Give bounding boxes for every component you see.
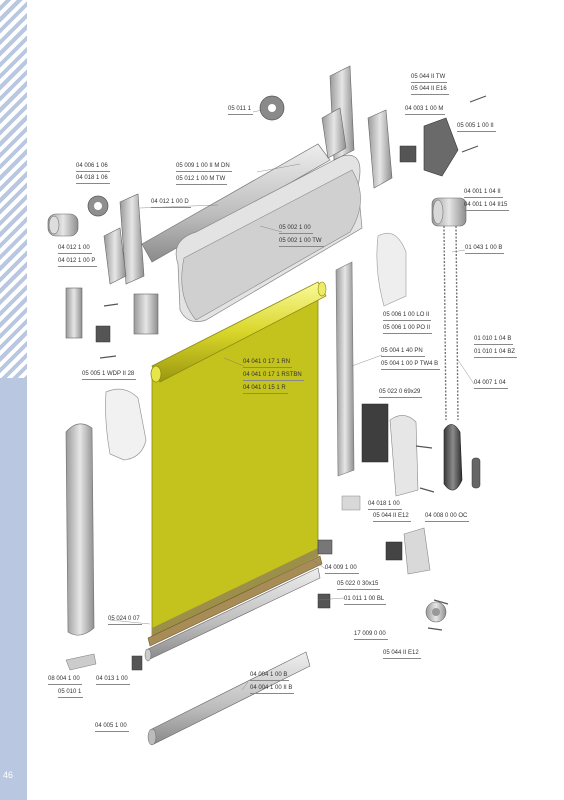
label-04-007-1-04: 04 007 1 04 (474, 380, 508, 389)
small-block-left (95, 325, 111, 343)
label-05-024-0-07: 05 024 0 07 (108, 616, 142, 625)
plug-left (47, 213, 79, 237)
label-05-044-ii-tw: 05 044 II TW (411, 74, 448, 83)
label-05-005-1-00-ii: 05 005 1 00 II (457, 123, 496, 132)
label-01-010-1-04-b: 01 010 1 04 B (474, 336, 514, 345)
tension-clip (403, 527, 431, 575)
label-05-044-ii-e12-a: 05 044 II E12 (373, 513, 411, 522)
label-05-004-1-40-pn: 05 004 1 40 PN (381, 348, 425, 357)
label-05-011-1: 05 011 1 (228, 106, 253, 115)
side-hatch-pattern (0, 0, 27, 378)
end-cap-right (376, 232, 407, 307)
cap-small-3 (131, 655, 143, 671)
washer-left (87, 195, 109, 217)
label-04-013-1-00: 04 013 1 00 (96, 676, 130, 685)
label-01-011-1-00-bl: 01 011 1 00 BL (344, 596, 387, 605)
label-04-018-1-06: 04 018 1 06 (76, 175, 110, 184)
chain-weight (443, 424, 463, 491)
side-band: 46 (0, 0, 27, 800)
label-04-003-1-00-m: 04 003 1 00 M (405, 106, 446, 115)
bracket-top-right (367, 109, 393, 189)
cap-small-2 (317, 593, 331, 609)
label-05-022-0-69x29: 05 022 0 69x29 (379, 389, 423, 398)
label-05-005-1-wdp-ii-28: 05 005 1 WDP II 28 (82, 371, 137, 380)
adhesive-pad-small (385, 541, 403, 561)
washer-top (259, 95, 285, 121)
label-04-001-1-04-ii: 04 001 1 04 II (464, 189, 503, 198)
label-05-006-1-00-po-ii: 05 006 1 00 PO II (383, 325, 433, 334)
label-04-001-1-04-ii15: 04 001 1 04 II15 (464, 202, 510, 211)
label-05-022-0-30x15: 05 022 0 30x15 (337, 581, 381, 590)
bracket-top-center (321, 65, 355, 161)
label-04-012-1-00: 04 012 1 00 (58, 245, 92, 254)
label-05-044-ii-e12-b: 05 044 II E12 (383, 650, 421, 659)
adhesive-pad-large (361, 403, 389, 463)
mechanism-top-right (399, 117, 459, 177)
cassette-front (181, 169, 361, 321)
end-cap-white (105, 388, 147, 461)
label-04-008-0-00-oc: 04 008 0 00 OC (425, 513, 470, 522)
wall-bracket (389, 415, 419, 497)
mount-block-left (65, 287, 83, 339)
label-08-004-1-00: 08 004 1 00 (48, 676, 82, 685)
label-05-009-1-00-ii-m-dn: 05 009 1 00 II M DN (176, 163, 232, 172)
label-01-010-1-04-bz: 01 010 1 04 BZ (474, 349, 518, 358)
label-04-041-0-15-1-r: 04 041 0 15 1 R (243, 385, 288, 394)
label-04-006-1-06: 04 006 1 06 (76, 163, 110, 172)
head-rail (141, 143, 331, 263)
screws (99, 95, 487, 631)
label-05-002-1-00-tw: 05 002 1 00 TW (279, 238, 324, 247)
page-number: 46 (3, 770, 14, 780)
mount-clip-left (133, 293, 159, 335)
wood-slat (147, 555, 323, 647)
chain-loop (443, 225, 459, 421)
bracket-left (103, 193, 145, 285)
label-04-004-1-00-ii-b: 04 004 1 00 II B (250, 685, 295, 694)
fabric-bottom-strip (152, 548, 318, 636)
roller-tube (150, 281, 327, 383)
cap-small-1 (317, 539, 333, 555)
label-05-004-1-00-p-tw4-b: 05 004 1 00 P TW4 B (381, 361, 441, 370)
label-01-043-1-00-b: 01 043 1 00 B (465, 245, 505, 254)
label-04-041-0-17-1-rn: 04 041 0 17 1 RN (243, 359, 293, 368)
side-cover-left (65, 423, 95, 636)
label-05-010-1: 05 010 1 (58, 689, 84, 698)
label-04-012-1-00-d: 04 012 1 00 D (151, 199, 191, 208)
label-05-002-1-00: 05 002 1 00 (279, 225, 313, 234)
bottom-bar-2 (149, 651, 311, 745)
chain-drive-unit (431, 197, 467, 227)
pulley (425, 601, 447, 623)
label-04-012-1-00-p: 04 012 1 00 P (58, 258, 98, 267)
label-05-044-ii-e16: 05 044 II E16 (411, 86, 449, 95)
clip-small (341, 495, 361, 511)
chain-stop (471, 457, 481, 489)
label-05-012-1-00-m-tw: 05 012 1 00 M TW (176, 176, 228, 185)
label-17-009-0-00: 17 009 0 00 (354, 631, 388, 640)
label-04-005-1-00: 04 005 1 00 (95, 723, 129, 732)
clip-bottom-left (65, 653, 97, 671)
label-05-006-1-00-lo-ii: 05 006 1 00 LO II (383, 312, 432, 321)
label-04-009-1-00: 04 009 1 00 (325, 565, 359, 574)
label-04-041-0-17-1-rstbn: 04 041 0 17 1 RSTBN (243, 372, 304, 381)
label-04-018-1-00: 04 018 1 00 (368, 501, 402, 510)
label-04-004-1-00-b: 04 004 1 00 B (250, 672, 290, 681)
side-profile-right (335, 261, 355, 477)
